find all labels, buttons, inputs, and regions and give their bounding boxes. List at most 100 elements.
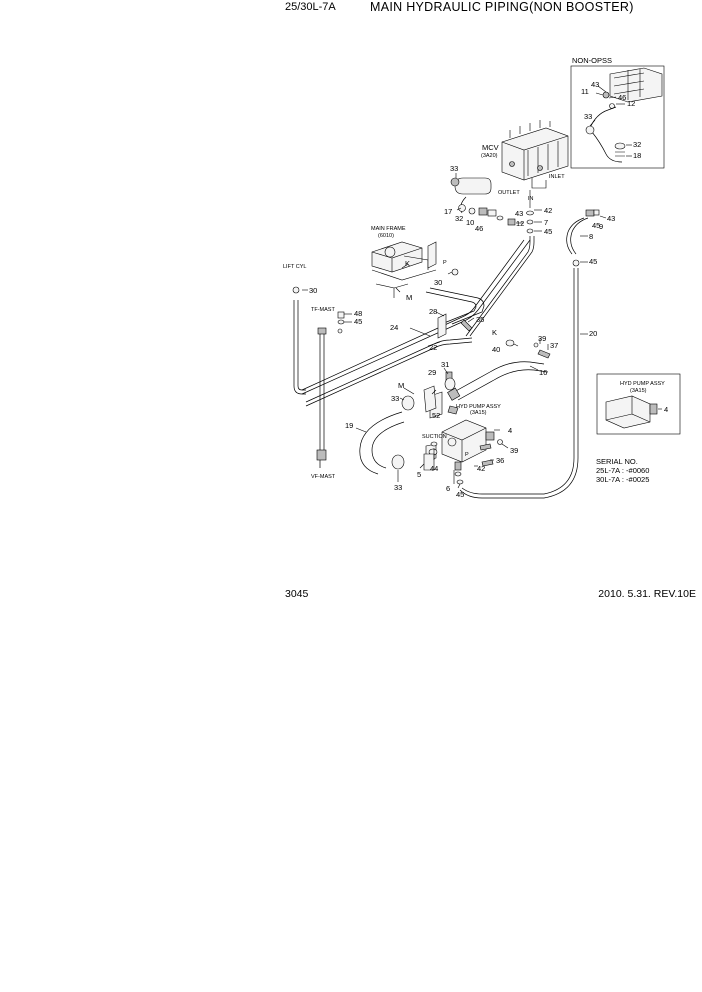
callout-32: 32 <box>455 214 463 223</box>
callout-10: 10 <box>466 218 474 227</box>
inset-hose-18 <box>591 131 623 163</box>
label-outlet: OUTLET <box>498 190 520 196</box>
callout-45-tf: 45 <box>354 317 362 326</box>
pipe-8 <box>566 217 585 255</box>
callout-39: 39 <box>538 334 546 343</box>
callout-29: 29 <box>428 368 436 377</box>
pipe-24 <box>305 341 473 407</box>
callout-45-right: 45 <box>592 221 600 230</box>
serial-25l: 25L-7A : -#0060 <box>596 466 649 475</box>
label-mcv-code: (3A20) <box>481 153 498 159</box>
callout-16: 16 <box>539 368 547 377</box>
callout-45: 45 <box>544 227 552 236</box>
callout-44: 44 <box>430 464 438 473</box>
inset-callout-32: 32 <box>633 140 641 149</box>
hose-19 <box>359 411 403 475</box>
pipe-20 <box>461 268 575 495</box>
model-code: 25/30L-7A <box>285 1 336 13</box>
main-frame-bracket: MAIN FRAME (6010) P <box>371 226 447 298</box>
pipe-lift <box>293 300 306 395</box>
callout-31: 31 <box>441 360 449 369</box>
small-parts <box>292 268 551 485</box>
inset-fitting-33 <box>585 125 595 135</box>
callout-40: 40 <box>492 345 500 354</box>
callout-28: 28 <box>429 307 437 316</box>
label-lift-cyl: LIFT CYL <box>283 264 306 270</box>
callout-22: 22 <box>429 343 437 352</box>
callout-33-mid: 33 <box>391 394 399 403</box>
inset-serial: SERIAL NO. 25L-7A : -#0060 30L-7A : -#00… <box>596 373 681 484</box>
serial-30l: 30L-7A : -#0025 <box>596 475 649 484</box>
label-in: IN <box>528 196 534 202</box>
callout-30-lift: 30 <box>309 286 317 295</box>
label-hyd-pump: HYD PUMP ASSY <box>456 404 501 410</box>
callout-43: 43 <box>515 209 523 218</box>
callout-39-b: 39 <box>510 446 518 455</box>
callout-43-right: 43 <box>607 214 615 223</box>
callout-8: 8 <box>589 232 593 241</box>
callout-k: K <box>405 259 410 268</box>
inset-callout-11: 11 <box>581 87 589 96</box>
label-suction: SUCTION <box>422 434 447 440</box>
label-main-frame: MAIN FRAME <box>371 226 406 232</box>
inset-callout-33: 33 <box>584 112 592 121</box>
serial-inset-frame <box>596 373 681 435</box>
hyd-pump: HYD PUMP ASSY (3A15) SUCTION P <box>422 404 501 463</box>
callout-k-2: K <box>492 328 497 337</box>
serial-assy-code: (3A15) <box>630 388 647 394</box>
label-vf-mast: VF-MAST <box>311 474 336 480</box>
label-main-frame-code: (6010) <box>378 233 394 239</box>
serial-callout-4: 4 <box>664 405 668 414</box>
callout-17: 17 <box>444 207 452 216</box>
callout-24: 24 <box>390 323 398 332</box>
callout-33-bottom: 33 <box>394 483 402 492</box>
inset-callout-46: 46 <box>618 93 626 102</box>
inset-nonopss-title: NON-OPSS <box>572 56 612 65</box>
label-p-pump: P <box>465 452 469 458</box>
callout-42: 42 <box>544 206 552 215</box>
callout-30: 30 <box>434 278 442 287</box>
callout-20: 20 <box>589 329 597 338</box>
inset-callout-18: 18 <box>633 151 641 160</box>
label-inlet: INLET <box>549 174 565 180</box>
callout-52: 52 <box>432 411 440 420</box>
label-mcv: MCV <box>482 143 499 152</box>
label-tf-mast: TF-MAST <box>311 307 335 313</box>
callout-37: 37 <box>550 341 558 350</box>
callout-45-pipe20: 45 <box>589 257 597 266</box>
inset-callout-43: 43 <box>591 80 599 89</box>
callout-35: 35 <box>476 315 484 324</box>
callout-19: 19 <box>345 421 353 430</box>
label-p-frame: P <box>443 260 447 266</box>
callout-m: M <box>406 293 412 302</box>
callout-6: 6 <box>446 484 450 493</box>
serial-title: SERIAL NO. <box>596 457 638 466</box>
revision-date: 2010. 5.31. REV.10E <box>598 588 696 600</box>
label-hyd-pump-code: (3A15) <box>470 410 487 416</box>
callout-4: 4 <box>508 426 512 435</box>
callout-33: 33 <box>450 164 458 173</box>
callout-45-pump: 45 <box>456 490 464 499</box>
callout-12: 12 <box>516 219 524 228</box>
inset-callout-12: 12 <box>627 99 635 108</box>
mcv-fittings <box>450 177 542 234</box>
mcv-valve: MCV (3A20) OUTLET INLET IN <box>481 120 569 202</box>
page-number: 3045 <box>285 588 309 600</box>
callout-48: 48 <box>354 309 362 318</box>
callout-46: 46 <box>475 224 483 233</box>
page-title: MAIN HYDRAULIC PIPING(NON BOOSTER) <box>370 0 634 14</box>
callout-9: 9 <box>599 222 603 231</box>
inset-nonopss: NON-OPSS 43 11 46 12 33 32 18 <box>570 56 665 169</box>
serial-assy-name: HYD PUMP ASSY <box>620 381 665 387</box>
hose-16 <box>453 361 545 393</box>
inset-fitting-11 <box>602 91 610 99</box>
callout-5: 5 <box>417 470 421 479</box>
callout-m-2: M <box>398 381 404 390</box>
callout-42-b: 42 <box>477 464 485 473</box>
callout-36: 36 <box>496 456 504 465</box>
leader-lines <box>302 173 607 489</box>
callout-7: 7 <box>544 218 548 227</box>
inset-nonopss-frame <box>570 65 665 169</box>
callouts: 33 17 32 10 46 42 43 7 12 45 43 9 45 8 4… <box>309 164 615 499</box>
